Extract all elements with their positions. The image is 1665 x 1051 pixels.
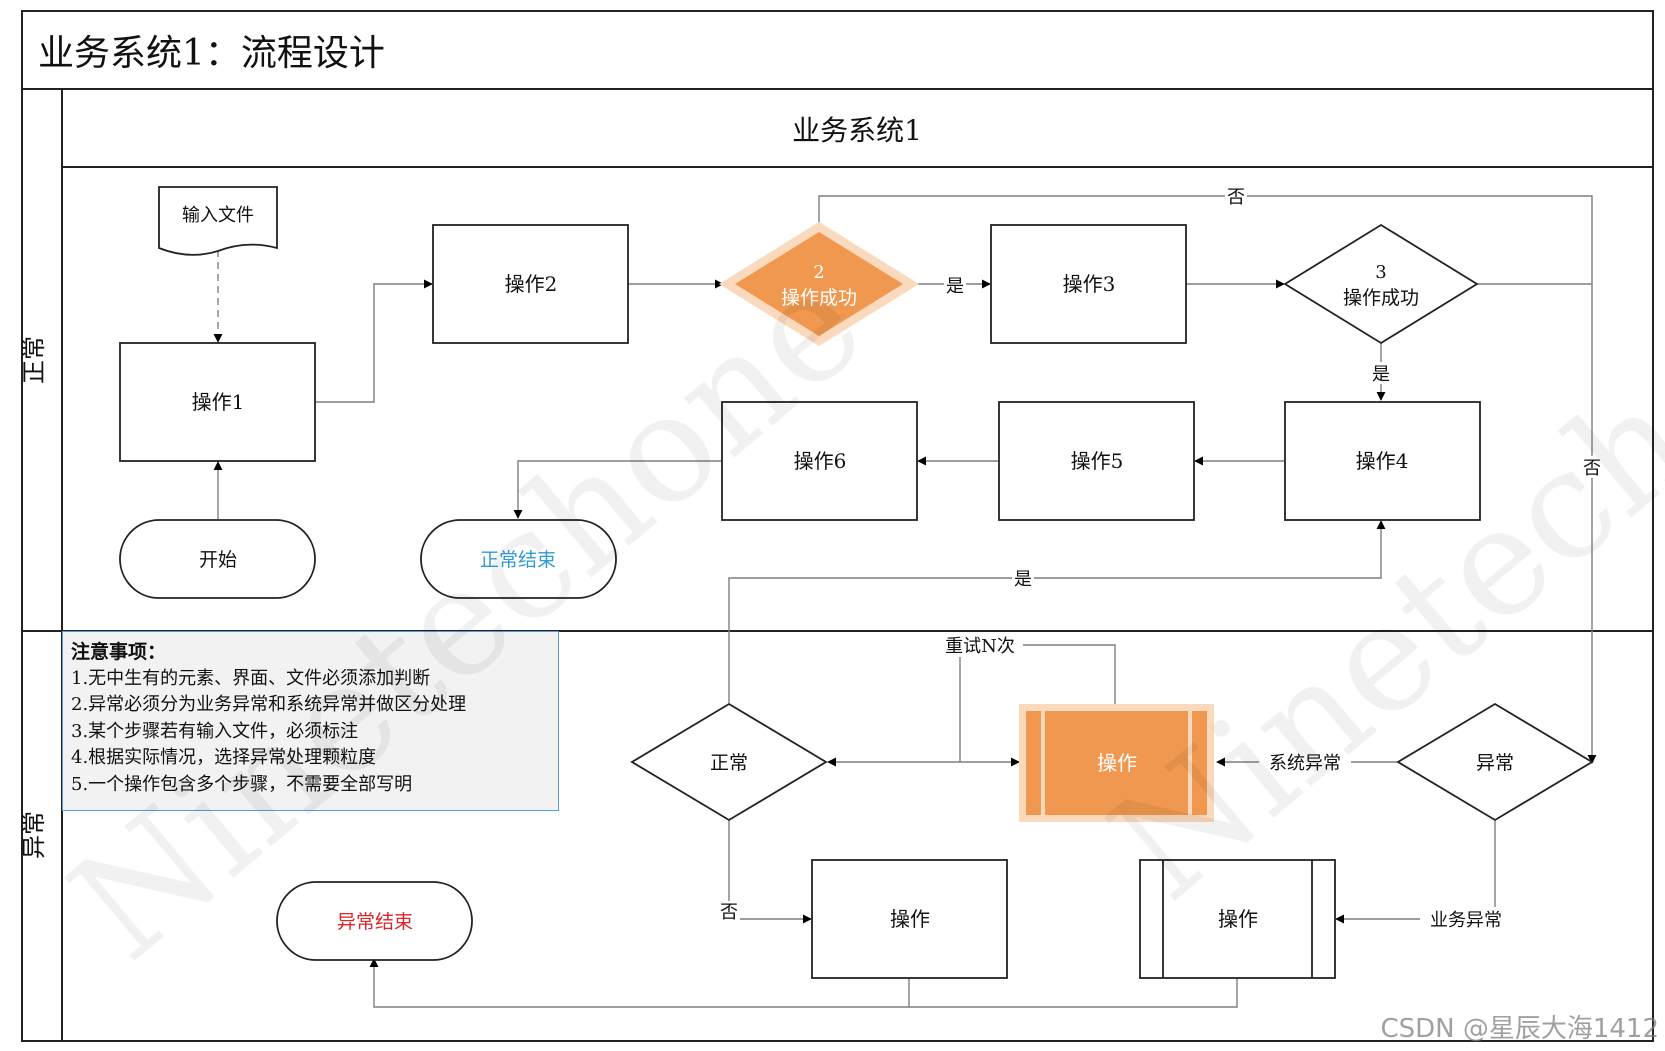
notes-item: 4.根据实际情况，选择异常处理颗粒度 [71,747,377,768]
svg-text:操作6: 操作6 [794,449,847,473]
edge-d2-no [818,195,1593,284]
svg-text:正常结束: 正常结束 [480,549,556,571]
svg-text:操作成功: 操作成功 [781,287,857,309]
svg-text:2: 2 [813,262,824,283]
svg-text:操作: 操作 [1218,907,1258,931]
node-decision2: 2 操作成功 [719,222,919,346]
label-system-exception: 系统异常 [1269,753,1341,774]
svg-text:异常结束: 异常结束 [337,911,413,933]
svg-text:输入文件: 输入文件 [182,205,254,226]
notes-title: 注意事项： [71,641,167,663]
node-start: 开始 [119,519,316,599]
svg-text:异常: 异常 [1476,752,1514,774]
label-yes-d3: 是 [1372,364,1390,385]
notes-item: 3.某个步骤若有输入文件，必须标注 [71,720,359,742]
node-decision3: 3 操作成功 [1283,223,1479,345]
edge-d3-no [1477,283,1597,764]
pool-label: 业务系统1 [792,114,922,147]
svg-text:开始: 开始 [199,549,237,571]
node-op5: 操作5 [998,401,1195,521]
lane-label-exception: 异常 [20,811,48,859]
node-exc-sub-op: 操作 [1139,859,1336,979]
edge-op-end [369,958,910,1008]
node-input-file: 输入文件 [158,186,278,256]
edge-subop-end [909,976,1238,1008]
label-no-right: 否 [1583,458,1601,479]
node-op4: 操作4 [1284,401,1481,521]
node-op1: 操作1 [119,342,316,462]
node-op2: 操作2 [432,224,629,344]
svg-text:操作: 操作 [890,907,930,931]
node-exc-abnormal: 异常 [1396,702,1594,822]
notes-box: 注意事项： 1.无中生有的元素、界面、文件必须添加判断 2.异常必须分为业务异常… [62,631,559,811]
node-op3: 操作3 [990,224,1187,344]
node-normal-end: 正常结束 [420,519,617,599]
svg-text:操作4: 操作4 [1356,449,1409,473]
edge-op6-end [513,460,722,519]
label-retry: 重试N次 [945,636,1015,657]
label-yes-return: 是 [1014,569,1032,590]
lane-label-normal: 正常 [20,336,48,384]
svg-text:3: 3 [1375,262,1386,283]
svg-text:操作成功: 操作成功 [1343,287,1419,309]
node-exc-retry-op: 操作 [1019,704,1214,822]
edge-op1-op2 [316,279,433,403]
node-op6: 操作6 [721,401,918,521]
svg-text:操作2: 操作2 [505,272,558,296]
label-no-d2: 否 [1227,187,1245,208]
edge-excnormal-op4 [728,520,1386,703]
label-no-exc: 否 [720,902,738,923]
svg-text:操作5: 操作5 [1071,449,1124,473]
svg-text:正常: 正常 [710,752,748,774]
svg-text:操作: 操作 [1097,751,1137,775]
notes-item: 2.异常必须分为业务异常和系统异常并做区分处理 [71,694,467,715]
node-exc-op: 操作 [811,859,1008,979]
node-exc-normal: 正常 [630,702,828,822]
notes-item: 1.无中生有的元素、界面、文件必须添加判断 [71,667,431,689]
notes-item: 5.一个操作包含多个步骤，不需要全部写明 [71,773,413,795]
label-business-exception: 业务异常 [1430,910,1502,931]
edge-excnormal-op [728,820,812,924]
svg-text:操作3: 操作3 [1063,272,1116,296]
node-exception-end: 异常结束 [276,881,473,961]
edge-retry-loop [959,644,1116,762]
credit-text: CSDN @星辰大海1412 [1380,1014,1659,1044]
svg-text:操作1: 操作1 [192,390,245,414]
label-yes-d2: 是 [946,276,964,297]
page-title: 业务系统1：流程设计 [38,33,385,74]
edge-abnormal-subop [1335,820,1496,924]
connectors [213,195,1597,1008]
